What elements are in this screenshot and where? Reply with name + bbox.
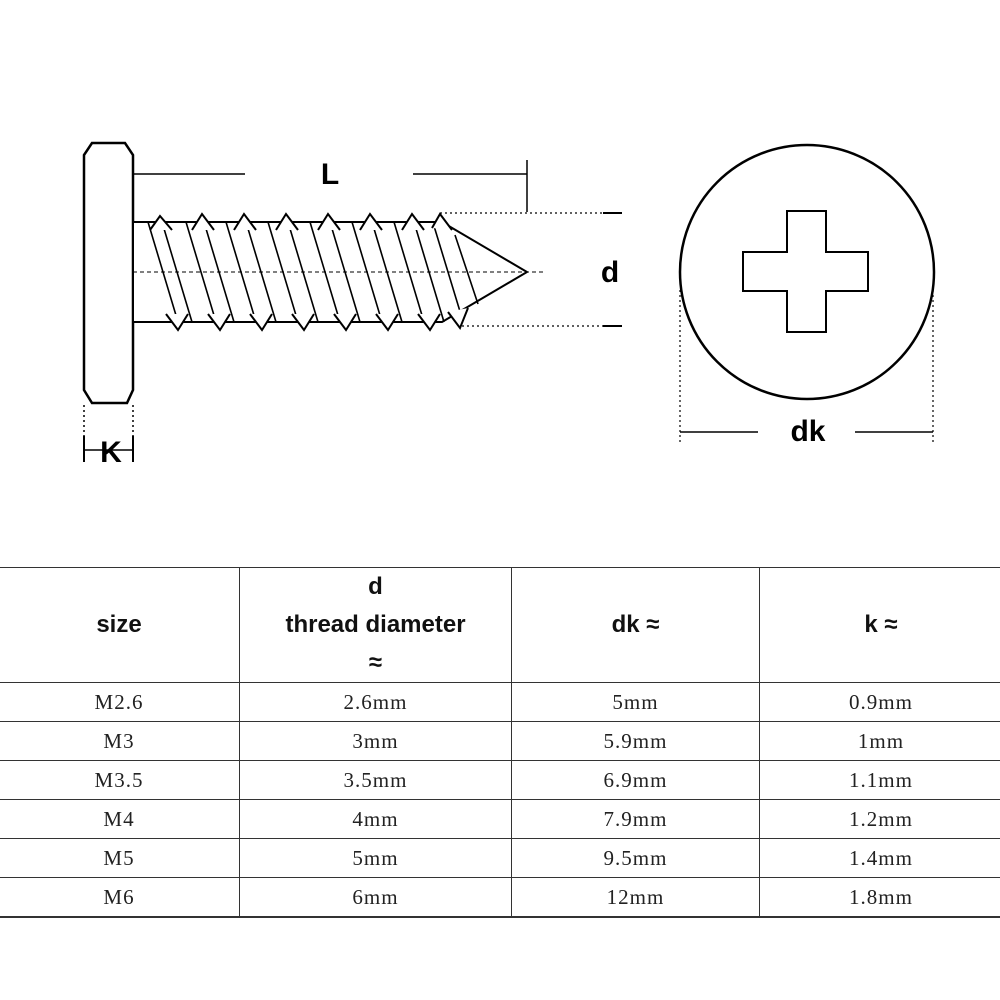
head-diameter-dimension bbox=[679, 290, 934, 445]
cell-k: 1.2mm bbox=[759, 799, 1000, 839]
length-label: L bbox=[321, 158, 339, 191]
head-height-dimension bbox=[83, 405, 134, 462]
table-row: M2.6 2.6mm 5mm 0.9mm bbox=[0, 682, 1000, 722]
cell-dk: 5mm bbox=[511, 682, 760, 722]
cell-k: 1.1mm bbox=[759, 760, 1000, 800]
head-height-label: K bbox=[100, 436, 122, 469]
cell-size: M4 bbox=[0, 799, 240, 839]
cell-k: 1.8mm bbox=[759, 877, 1000, 918]
head-diameter-label: dk bbox=[790, 415, 825, 448]
screw-head-side bbox=[82, 141, 135, 405]
table-row: M4 4mm 7.9mm 1.2mm bbox=[0, 799, 1000, 839]
table-header-row: size d thread diameter ≈ dk ≈ k ≈ bbox=[0, 567, 1000, 683]
cell-dk: 12mm bbox=[511, 877, 760, 918]
cell-d: 4mm bbox=[239, 799, 512, 839]
cell-k: 0.9mm bbox=[759, 682, 1000, 722]
length-dimension bbox=[133, 160, 528, 212]
cell-size: M3.5 bbox=[0, 760, 240, 800]
table-row: M3.5 3.5mm 6.9mm 1.1mm bbox=[0, 760, 1000, 800]
header-d-name: thread diameter bbox=[285, 611, 466, 638]
diameter-dimension bbox=[440, 212, 622, 327]
screw-diagram: L d K dk bbox=[82, 141, 936, 469]
size-spec-table: size d thread diameter ≈ dk ≈ k ≈ M2.6 2… bbox=[0, 567, 1000, 918]
table-row: M6 6mm 12mm 1.8mm bbox=[0, 877, 1000, 918]
cell-dk: 6.9mm bbox=[511, 760, 760, 800]
diameter-label: d bbox=[601, 256, 619, 289]
cell-d: 3mm bbox=[239, 721, 512, 761]
cell-size: M5 bbox=[0, 838, 240, 878]
header-d-approx: ≈ bbox=[368, 649, 383, 676]
cell-k: 1.4mm bbox=[759, 838, 1000, 878]
cell-size: M2.6 bbox=[0, 682, 240, 722]
header-dk: dk ≈ bbox=[511, 567, 760, 683]
thread-teeth bbox=[149, 212, 469, 332]
cell-dk: 7.9mm bbox=[511, 799, 760, 839]
cell-dk: 9.5mm bbox=[511, 838, 760, 878]
cell-k: 1mm bbox=[759, 721, 1000, 761]
phillips-cross-icon bbox=[742, 210, 869, 333]
header-thread-diameter: d thread diameter ≈ bbox=[239, 567, 512, 683]
cell-size: M6 bbox=[0, 877, 240, 918]
cell-d: 2.6mm bbox=[239, 682, 512, 722]
table-row: M5 5mm 9.5mm 1.4mm bbox=[0, 838, 1000, 878]
cell-dk: 5.9mm bbox=[511, 721, 760, 761]
cell-d: 6mm bbox=[239, 877, 512, 918]
cell-d: 5mm bbox=[239, 838, 512, 878]
cell-size: M3 bbox=[0, 721, 240, 761]
cell-d: 3.5mm bbox=[239, 760, 512, 800]
header-size: size bbox=[0, 567, 240, 683]
table-row: M3 3mm 5.9mm 1mm bbox=[0, 721, 1000, 761]
header-k: k ≈ bbox=[759, 567, 1000, 683]
header-d-symbol: d bbox=[368, 573, 383, 600]
